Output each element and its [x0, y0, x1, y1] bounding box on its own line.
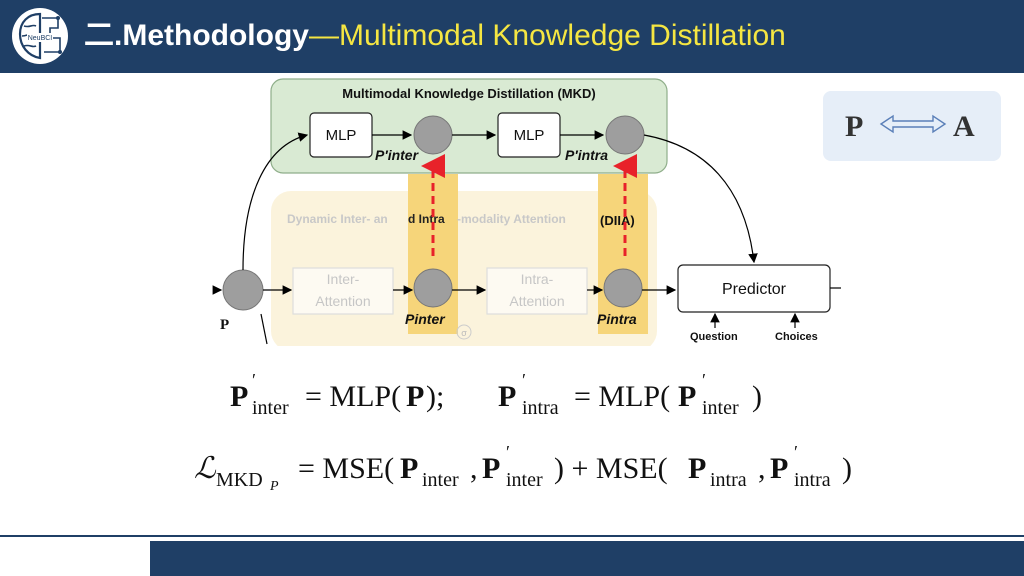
p-inter-prime-label: P′inter: [375, 147, 420, 163]
p-a-equivalence-box: P A: [823, 91, 1001, 161]
p-intra-node: [603, 268, 643, 308]
section-number: 二.: [84, 19, 123, 52]
choices-label: Choices: [775, 331, 818, 343]
svg-text:ℒ: ℒ: [194, 452, 217, 485]
svg-text:= MLP(: = MLP(: [574, 380, 670, 413]
mkd-title: Multimodal Knowledge Distillation (MKD): [342, 86, 596, 101]
predictor-label: Predictor: [722, 281, 787, 298]
diia-title-faded-2: -modality Attention: [457, 212, 566, 226]
svg-text:= MLP(: = MLP(: [305, 380, 401, 413]
svg-text:P: P: [482, 452, 500, 485]
svg-text:P: P: [406, 380, 424, 413]
svg-text:MKD: MKD: [216, 469, 263, 491]
footer-bar: [150, 541, 1024, 576]
svg-text:,: ,: [470, 452, 478, 485]
svg-text:′: ′: [252, 370, 256, 390]
p-inter-label: Pinter: [405, 311, 446, 327]
svg-text:P: P: [269, 479, 279, 494]
svg-text:intra: intra: [794, 469, 831, 491]
p-intra-prime-node: [605, 115, 645, 155]
sigma-symbol: σ: [461, 328, 467, 338]
svg-text:inter: inter: [252, 397, 289, 419]
svg-text:P: P: [230, 380, 248, 413]
svg-text:P: P: [400, 452, 418, 485]
p-inter-prime-node: [413, 115, 453, 155]
svg-text:inter: inter: [422, 469, 459, 491]
svg-text:P: P: [770, 452, 788, 485]
diia-tag: (DIIA): [600, 213, 635, 228]
svg-text:′: ′: [506, 442, 510, 462]
formulas: P ′ inter = MLP( P ); P ′ intra = MLP( P…: [194, 370, 852, 494]
diia-title-faded: Dynamic Inter- an: [287, 212, 388, 226]
title-dash: —: [308, 19, 339, 52]
svg-text:): ): [752, 380, 762, 413]
inter-attention-box: [292, 267, 394, 315]
double-arrow-icon: [879, 114, 947, 134]
p-inter-node: [413, 268, 453, 308]
pa-right: A: [953, 110, 975, 143]
intra-attention-line2: Attention: [509, 293, 564, 309]
svg-text:intra: intra: [522, 397, 559, 419]
p-intra-label: Pintra: [597, 311, 637, 327]
svg-text:′: ′: [522, 370, 526, 390]
svg-text:NeuBCI: NeuBCI: [28, 35, 53, 42]
diia-title-intra: d Intra: [408, 212, 445, 226]
mkd-diagram: Dynamic Inter- an d Intra -modality Atte…: [212, 78, 841, 346]
svg-text:P: P: [688, 452, 706, 485]
pa-left: P: [845, 110, 863, 143]
svg-text:′: ′: [702, 370, 706, 390]
brain-logo-icon: NeuBCI: [12, 8, 68, 64]
page-title: 二.Methodology—Multimodal Knowledge Disti…: [84, 16, 786, 56]
intra-attention-line1: Intra-: [521, 271, 554, 287]
title-main: Methodology: [122, 19, 309, 52]
svg-text:intra: intra: [710, 469, 747, 491]
svg-text:= MSE(: = MSE(: [298, 452, 394, 485]
diia-highlight-right: [598, 174, 648, 334]
question-label: Question: [690, 331, 738, 343]
mlp-label-2: MLP: [514, 127, 545, 144]
formula-line-1: P ′ inter = MLP( P ); P ′ intra = MLP( P…: [230, 370, 762, 419]
inter-attention-line2: Attention: [315, 293, 370, 309]
mlp-label-1: MLP: [326, 127, 357, 144]
svg-text:) + MSE(: ) + MSE(: [554, 452, 668, 485]
header-bar: NeuBCI 二.Methodology—Multimodal Knowledg…: [0, 0, 1024, 73]
svg-text:P: P: [498, 380, 516, 413]
svg-text:′: ′: [794, 442, 798, 462]
inter-attention-line1: Inter-: [327, 271, 360, 287]
svg-text:inter: inter: [506, 469, 543, 491]
footer-line: [0, 535, 1024, 537]
svg-text:): ): [842, 452, 852, 485]
svg-text:inter: inter: [702, 397, 739, 419]
p-input-node: [222, 269, 264, 311]
formula-line-2: ℒ MKD P = MSE( P inter , P ′ inter ) + M…: [194, 442, 852, 494]
intra-attention-box: [486, 267, 588, 315]
svg-text:);: );: [426, 380, 444, 413]
svg-text:P: P: [678, 380, 696, 413]
title-sub: Multimodal Knowledge Distillation: [338, 19, 786, 52]
svg-text:,: ,: [758, 452, 766, 485]
p-input-label: P: [220, 317, 229, 333]
p-intra-prime-label: P′intra: [565, 147, 608, 163]
